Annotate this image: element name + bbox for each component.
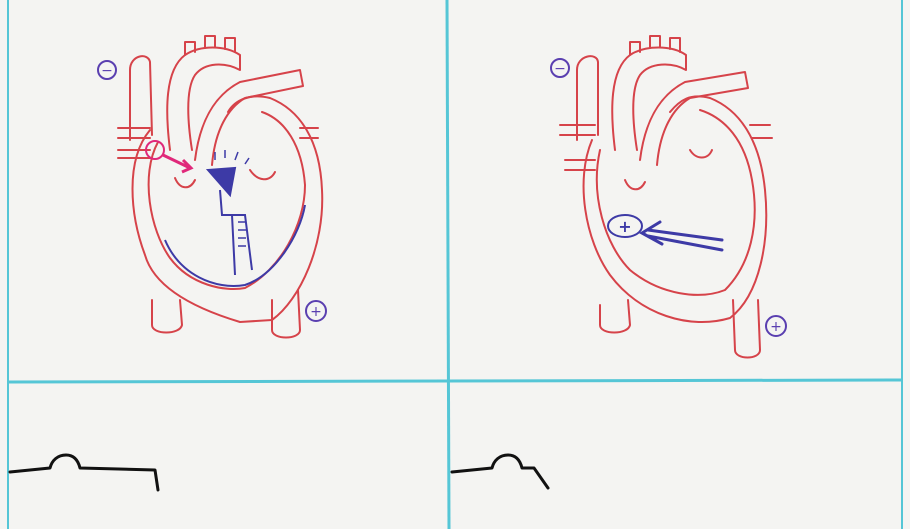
horizontal-divider [8,380,902,382]
av-node-blob [208,168,235,195]
heart-right-outline [584,96,767,322]
heart-right-dipole: + [608,215,722,250]
heart-right-valves [625,150,712,189]
heart-left-conduction [146,141,305,286]
ecg-traces [10,455,548,490]
negative-marker-right-label: − [554,61,566,77]
heart-right-pulmonary-veins [560,125,772,170]
sa-to-av-arrow [163,155,191,172]
dipole-positive-label: + [618,217,631,236]
bundle-of-his [220,190,235,275]
heart-right-pulmonary-trunk [640,72,748,165]
heart-left-aortic-branches [185,36,235,55]
heart-left [118,36,322,338]
heart-right-inferior-vena-cava [600,300,630,333]
positive-marker-right-label: + [770,319,782,335]
heart-left-inferior-vena-cava [152,300,182,333]
ecg-trace-right [452,455,548,488]
heart-left-descending-aorta [272,290,300,338]
positive-marker-left-label: + [310,304,322,320]
heart-right-aorta [612,48,686,151]
heart-left-aorta [167,48,240,151]
heart-right [560,36,772,358]
ecg-trace-left [10,455,158,490]
heart-right-inner-wall [597,110,755,295]
heart-right-markers: − + [551,59,786,336]
dipole-arrow [642,222,722,250]
vertical-divider [447,0,449,529]
grid-lines [8,0,902,529]
heart-right-superior-vena-cava [577,56,598,140]
heart-left-pulmonary-trunk [195,70,303,165]
heart-right-descending-aorta [733,300,760,358]
negative-marker-left-label: − [101,63,113,79]
heart-left-inner-wall [149,112,305,289]
